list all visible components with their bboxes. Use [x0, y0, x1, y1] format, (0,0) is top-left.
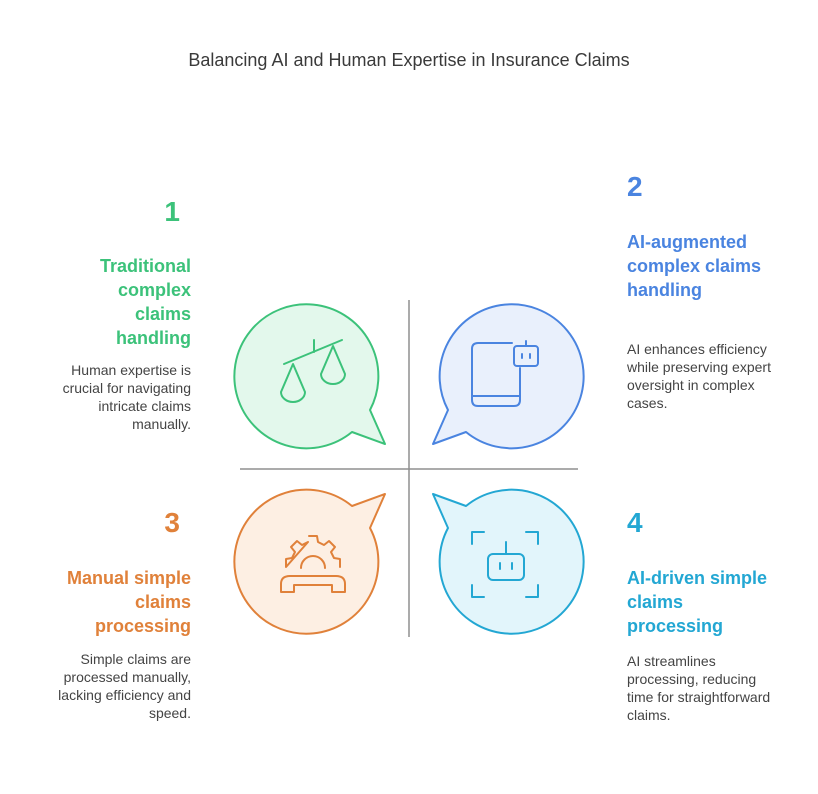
quadrant-2-description: AI enhances efficiency while preserving … [627, 341, 771, 411]
robot-scan-icon [471, 531, 539, 598]
quadrant-2-bubble [432, 303, 585, 450]
scales-icon [280, 339, 346, 403]
quadrant-1-description: Human expertise is crucial for navigatin… [62, 362, 191, 432]
quadrant-1-bubble [233, 303, 386, 450]
quadrant-4-description: AI streamlines processing, reducing time… [627, 653, 771, 723]
quadrant-3-bubble [233, 488, 386, 635]
quadrant-3-number: 3 [164, 507, 180, 538]
quadrant-1-number: 1 [164, 196, 180, 227]
quadrant-4-bubble [432, 488, 585, 635]
quadrant-3-description: Simple claims are processed manually, la… [58, 651, 191, 721]
quadrant-3-heading: Manual simple claims processing [66, 568, 191, 636]
quadrant-2-number: 2 [627, 171, 643, 202]
quadrant-2-heading: AI-augmented complex claims handling [627, 232, 762, 300]
quadrant-4-number: 4 [627, 507, 643, 538]
quadrant-1-heading: Traditional complex claims handling [99, 256, 191, 348]
diagram-title: Balancing AI and Human Expertise in Insu… [188, 50, 630, 70]
tablet-robot-icon [471, 340, 539, 407]
quadrant-4-heading: AI-driven simple claims processing [627, 568, 768, 636]
support-agent-icon [280, 535, 346, 593]
